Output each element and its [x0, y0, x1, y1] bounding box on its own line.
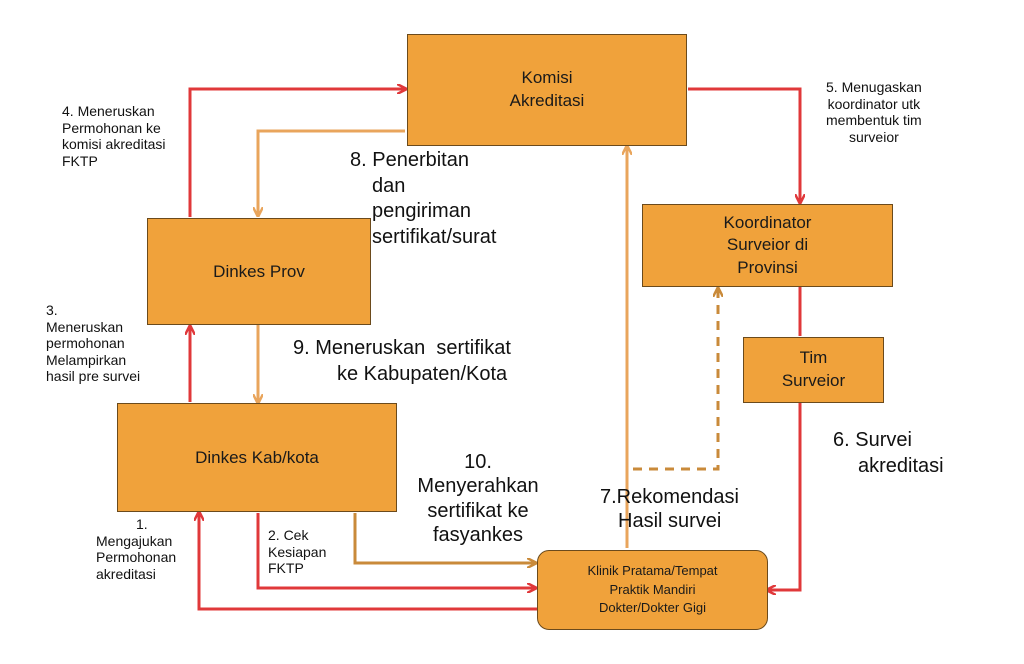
arrow-step2: [256, 513, 535, 588]
label-step4: 4. Meneruskan Permohonan ke komisi akred…: [62, 103, 166, 169]
box-dinkes-prov: Dinkes Prov: [147, 218, 371, 325]
arrow-step5: [688, 87, 800, 202]
arrow-step6: [768, 403, 802, 590]
arrow-step4: [188, 89, 405, 217]
arrow-step8: [258, 129, 405, 215]
box-koordinator-surveior: Koordinator Surveior di Provinsi: [642, 204, 893, 287]
label-step5: 5. Menugaskan koordinator utk membentuk …: [826, 79, 922, 145]
label-step3: 3. Meneruskan permohonan Melampirkan has…: [46, 302, 141, 385]
box-dinkes-kab-kota: Dinkes Kab/kota: [117, 403, 397, 512]
box-klinik: Klinik Pratama/Tempat Praktik Mandiri Do…: [537, 550, 768, 630]
label-step2: 2. Cek Kesiapan FKTP: [268, 527, 327, 577]
arrow-dashed: [633, 289, 718, 471]
box-tim-surveior: Tim Surveior: [743, 337, 884, 403]
label-step10: 10. Menyerahkan sertifikat ke fasyankes: [417, 451, 539, 547]
label-step7: 7.Rekomendasi Hasil survei: [600, 486, 739, 533]
label-step6: 6. Survei akreditasi: [833, 429, 944, 477]
label-step1: 1. Mengajukan Permohonan akreditasi: [96, 516, 177, 582]
label-step8: 8. Penerbitan dan pengiriman sertifikat/…: [350, 149, 497, 248]
label-step9: 9. Meneruskan sertifikat ke Kabupaten/Ko…: [293, 337, 511, 385]
arrow-step10: [353, 513, 535, 563]
box-komisi-akreditasi: Komisi Akreditasi: [407, 34, 687, 146]
arrow-step1: [199, 513, 537, 611]
